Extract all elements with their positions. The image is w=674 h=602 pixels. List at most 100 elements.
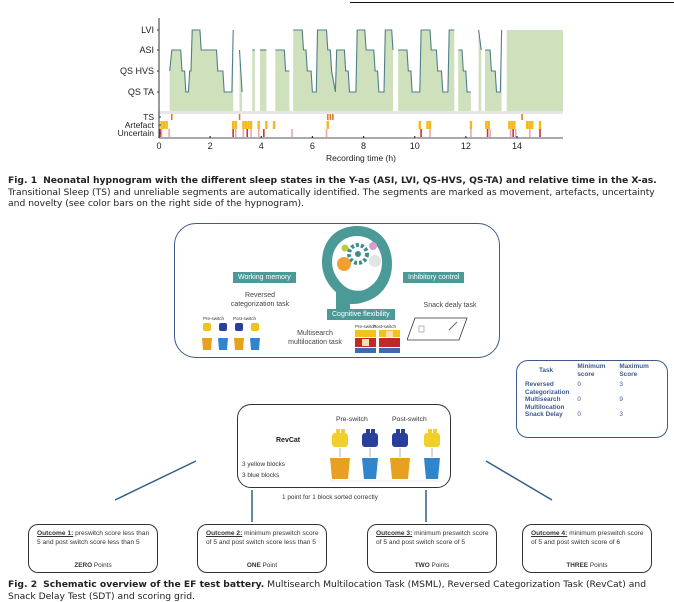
uncertain-marker: [429, 129, 431, 137]
revcat-scoring-rule: 1 point for 1 block sorted correctly: [282, 494, 378, 501]
artefact-marker: [257, 121, 260, 129]
child-head-gears-icon: [322, 226, 392, 316]
hypnogram-line-segment: [238, 49, 243, 93]
ts-marker: [332, 114, 334, 120]
fig2-caption-bold: Schematic overview of the EF test batter…: [43, 579, 265, 590]
x-tick-label: 12: [461, 141, 471, 151]
outcome-1-points: ZERO Points: [29, 561, 157, 570]
inhibitory-control-label: Inhibitory control: [403, 272, 465, 283]
score-header-max: Maximum Score: [619, 363, 649, 378]
outcome-3-points-text: Points: [429, 562, 450, 569]
uncertain-marker: [291, 129, 293, 137]
revcat-pre-switch-heading: Pre-switch: [336, 416, 368, 423]
artefact-marker: [426, 121, 429, 129]
outcome-1-points-bold: ZERO: [74, 562, 93, 569]
revcat-blue-blocks: 3 blue blocks: [242, 472, 280, 479]
cognitive-flexibility-label: Cognitive flexibility: [327, 309, 395, 320]
artefact-marker: [249, 121, 253, 129]
score-row-min: 0: [577, 381, 581, 388]
score-table: Task Minimum score Maximum Score Reverse…: [521, 363, 655, 419]
x-tick-label: 14: [512, 141, 522, 151]
page-top-rule: [350, 2, 674, 3]
msml-task-line1: Multisearch: [297, 330, 333, 337]
working-memory-label: Working memory: [233, 272, 296, 283]
score-header-min: Minimum score: [577, 363, 606, 378]
connector-outcome-4: [485, 460, 553, 501]
msml-task-title: Multisearch multilocation task: [279, 329, 351, 347]
score-row-task: Reversed Categorization: [525, 381, 570, 396]
fig1-caption-bold: Neonatal hypnogram with the different sl…: [43, 175, 657, 186]
revcat-post-switch-label: Post-switch: [233, 316, 257, 321]
hypnogram-area-tail: [506, 30, 563, 111]
hypnogram-line-segment: [458, 49, 471, 93]
outcome-2-title: Outcome 2:: [206, 530, 243, 537]
uncertain-marker: [232, 129, 234, 137]
score-row-task: Multisearch Multilocation: [525, 396, 565, 411]
uncertain-marker: [489, 129, 491, 137]
artefact-marker: [513, 121, 516, 129]
outcome-2-box: Outcome 2: minimum preswitch score of 5 …: [197, 524, 327, 573]
connector-outcome-1: [114, 460, 197, 501]
artefact-marker: [162, 121, 166, 129]
score-header-task: Task: [539, 367, 554, 374]
table-row: Reversed Categorization 0 3: [521, 378, 655, 396]
msml-task-line2: multilocation task: [288, 339, 342, 346]
artefact-marker: [326, 121, 329, 129]
uncertain-marker: [325, 129, 328, 137]
x-tick-label: 2: [208, 141, 213, 151]
uncertain-marker: [420, 129, 422, 137]
artefact-marker: [160, 121, 163, 129]
revcat-title: RevCat: [276, 437, 301, 444]
uncertain-marker: [528, 129, 531, 137]
outcome-2-text: minimum preswitch score of 5 and post sw…: [206, 530, 319, 546]
outcome-1-text: preswitch score less than 5 and post swi…: [37, 530, 150, 546]
score-table-box: Task Minimum score Maximum Score Reverse…: [516, 360, 668, 438]
fig2-caption-text: Multisearch Multilocation Task (MSML), R…: [8, 579, 647, 602]
artefact-marker: [231, 121, 235, 129]
y-tick-label: LVI: [141, 25, 154, 35]
artefact-marker: [526, 121, 529, 129]
y-tick-label: ASI: [139, 45, 154, 55]
artefact-marker: [531, 121, 534, 129]
hypnogram-area-segment: [398, 30, 455, 111]
snack-tray-icon: [407, 317, 468, 341]
x-tick-label: 10: [410, 141, 420, 151]
outcome-4-text: minimum preswitch score of 5 and post sw…: [531, 530, 644, 546]
ts-marker: [170, 114, 173, 120]
snack-task-title: Snack dealy task: [423, 302, 477, 309]
artefact-marker: [469, 121, 473, 129]
msml-post-switch-label: Post-switch: [373, 324, 397, 329]
hypnogram-area-segment: [275, 50, 290, 111]
hypnogram-line-segment: [485, 29, 503, 93]
uncertain-marker: [514, 129, 517, 137]
hypnogram-area-segment: [478, 30, 482, 111]
revcat-task-line1: Reversed: [245, 292, 275, 299]
x-axis-label: Recording time (h): [326, 153, 396, 163]
outcome-2-points-text: Point: [260, 562, 278, 569]
y-tick-label: QS HVS: [120, 66, 154, 76]
msml-boxes-icon: [355, 330, 400, 353]
outcome-4-points-text: Points: [588, 562, 608, 569]
artefact-marker: [247, 121, 250, 129]
artefact-marker: [510, 121, 514, 129]
revcat-blocks-buckets-icon: [202, 323, 260, 350]
revcat-task-line2: categorization task: [230, 301, 290, 308]
fig2-caption-label: Fig. 2: [8, 579, 38, 590]
artefact-marker: [244, 121, 248, 129]
outcome-2-points: ONE Point: [198, 561, 326, 570]
uncertain-marker: [512, 129, 514, 137]
revcat-post-switch-heading: Post-switch: [392, 416, 427, 423]
artefact-marker: [418, 121, 422, 129]
x-tick-label: 6: [310, 141, 315, 151]
hypnogram-area-segment: [458, 50, 471, 111]
revcat-pre-switch-label: Pre-switch: [203, 316, 225, 321]
score-row-task: Snack Delay: [525, 411, 563, 418]
outcome-1-points-text: Points: [92, 562, 112, 569]
hypnogram-area-segment: [260, 50, 267, 111]
artefact-marker: [428, 121, 432, 129]
outcome-3-points-bold: TWO: [414, 562, 430, 569]
table-row: Multisearch Multilocation 0 9: [521, 396, 655, 411]
score-row-max: 3: [619, 411, 623, 418]
uncertain-marker: [250, 129, 252, 137]
